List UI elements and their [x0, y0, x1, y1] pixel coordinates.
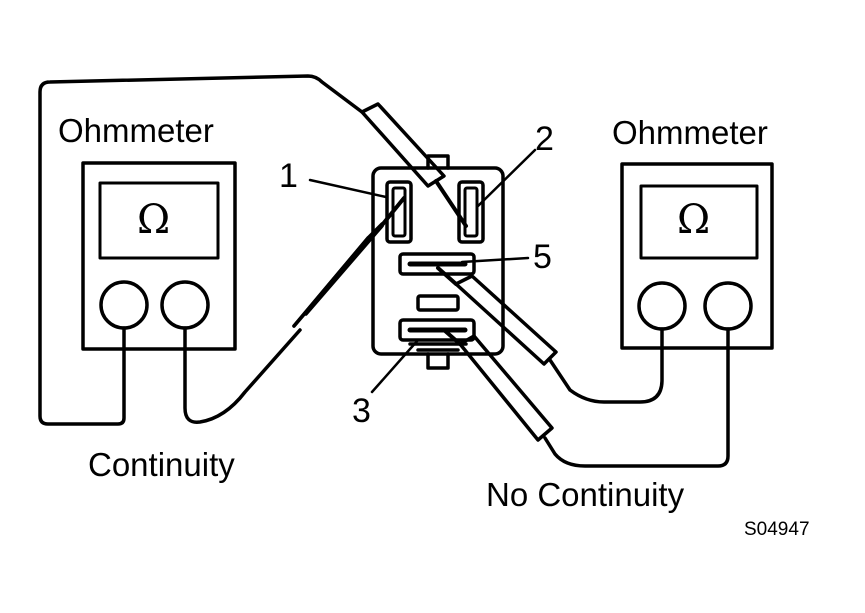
terminal-2-label: 2	[535, 120, 554, 158]
right-result-label: No Continuity	[486, 476, 685, 513]
leader-terminal-3	[370, 338, 420, 394]
left-ohmmeter-body	[81, 161, 237, 351]
right-ohmmeter-title: Ohmmeter	[612, 114, 768, 151]
probe-left-to-terminal-1	[292, 196, 406, 328]
terminal-3-label: 3	[352, 392, 371, 430]
terminal-5-label: 5	[533, 238, 552, 276]
leader-terminal-5	[460, 256, 530, 264]
left-ohmmeter-title: Ohmmeter	[58, 112, 214, 149]
probe-left-to-terminal-2	[360, 102, 468, 228]
leader-terminal-2	[476, 148, 537, 208]
right-ohmmeter-wires	[543, 327, 730, 468]
leader-lines	[308, 148, 537, 394]
left-ohm-symbol-icon: Ω	[137, 197, 171, 243]
left-result-label: Continuity	[88, 446, 235, 483]
probe-right-to-terminal-3	[442, 328, 554, 442]
leader-terminal-1	[308, 178, 388, 199]
terminal-1-label: 1	[279, 157, 298, 195]
left-ohmmeter-wires	[38, 74, 364, 426]
right-ohmmeter-body	[620, 162, 774, 350]
relay-body	[371, 154, 505, 370]
probe-right-to-terminal-5	[436, 266, 558, 366]
right-ohm-symbol-icon: Ω	[677, 197, 711, 243]
figure-code: S04947	[744, 519, 810, 540]
